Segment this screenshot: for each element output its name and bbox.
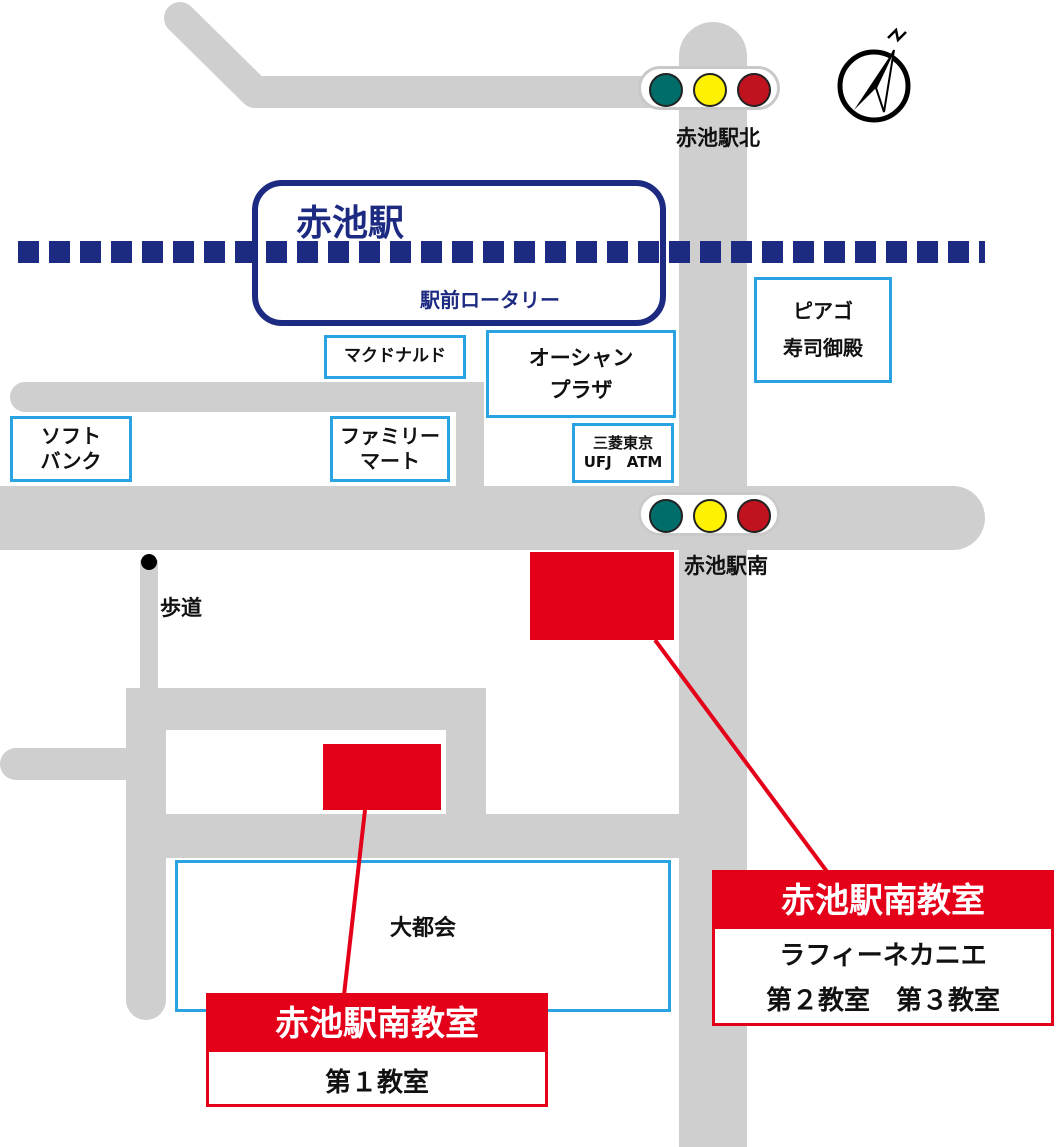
traffic-signal-north — [638, 66, 780, 110]
signal-south-label: 赤池駅南 — [684, 554, 768, 578]
road-block-right — [446, 688, 486, 828]
red-light-icon — [737, 499, 771, 533]
road-main-horizontal — [0, 486, 985, 550]
shop-ocean-label-2: プラザ — [549, 378, 613, 402]
shop-familymart: ファミリー マート — [330, 416, 450, 482]
shop-piago-sushi: ピアゴ 寿司御殿 — [754, 277, 892, 383]
yellow-light-icon — [693, 73, 727, 107]
shop-daitokai: 大都会 — [175, 860, 671, 1012]
road-block-top — [126, 688, 486, 730]
traffic-signal-south — [638, 492, 780, 536]
road-west-stub — [0, 748, 140, 780]
shop-mcdonalds: マクドナルド — [324, 335, 466, 379]
shop-softbank: ソフト バンク — [10, 416, 132, 482]
road-upper-left — [10, 382, 484, 412]
shop-daitokai-label: 大都会 — [389, 916, 456, 941]
classroom1-location-marker — [323, 744, 441, 810]
walkway-dot-icon — [141, 554, 157, 570]
classroom2-location-marker — [530, 552, 674, 640]
classroom1-line-1: 第１教室 — [324, 1068, 429, 1098]
green-light-icon — [649, 499, 683, 533]
classroom2-title: 赤池駅南教室 — [715, 873, 1051, 929]
station-outline — [252, 180, 666, 326]
signal-north-label: 赤池駅北 — [676, 126, 760, 150]
red-light-icon — [737, 73, 771, 107]
shop-piago-label: ピアゴ — [793, 299, 853, 323]
road-northwest — [164, 2, 736, 108]
shop-ocean-label-1: オーシャン — [528, 345, 634, 370]
yellow-light-icon — [693, 499, 727, 533]
shop-sushi-label: 寿司御殿 — [783, 336, 863, 360]
road-upper-left-drop — [456, 382, 484, 492]
shop-familymart-label-1: ファミリー — [340, 424, 440, 448]
road-lower-horizontal — [126, 814, 696, 858]
classroom2-line-1: ラフィーネカニエ — [779, 941, 987, 971]
classroom1-title: 赤池駅南教室 — [209, 996, 545, 1052]
station-name: 赤池駅 — [296, 203, 405, 244]
walkway-label: 歩道 — [160, 596, 202, 620]
shop-softbank-label-2: バンク — [40, 449, 102, 473]
station-rotary-label: 駅前ロータリー — [420, 288, 560, 312]
shop-atm-label-1: 三菱東京 — [592, 434, 653, 453]
green-light-icon — [649, 73, 683, 107]
shop-atm: 三菱東京 UFJ ATM — [572, 423, 674, 483]
shop-ocean-plaza: オーシャン プラザ — [486, 330, 676, 418]
shop-familymart-label-2: マート — [360, 449, 420, 473]
classroom2-callout: 赤池駅南教室 ラフィーネカニエ 第２教室 第３教室 — [712, 870, 1054, 1026]
road-walkway — [140, 560, 158, 700]
classroom1-callout: 赤池駅南教室 第１教室 — [206, 993, 548, 1107]
north-compass-icon — [837, 28, 911, 123]
classroom2-line-2: 第２教室 第３教室 — [765, 986, 1000, 1016]
shop-atm-label-2: UFJ ATM — [583, 453, 663, 471]
shop-softbank-label-1: ソフト — [41, 424, 101, 448]
shop-mcdonalds-label: マクドナルド — [344, 346, 446, 367]
